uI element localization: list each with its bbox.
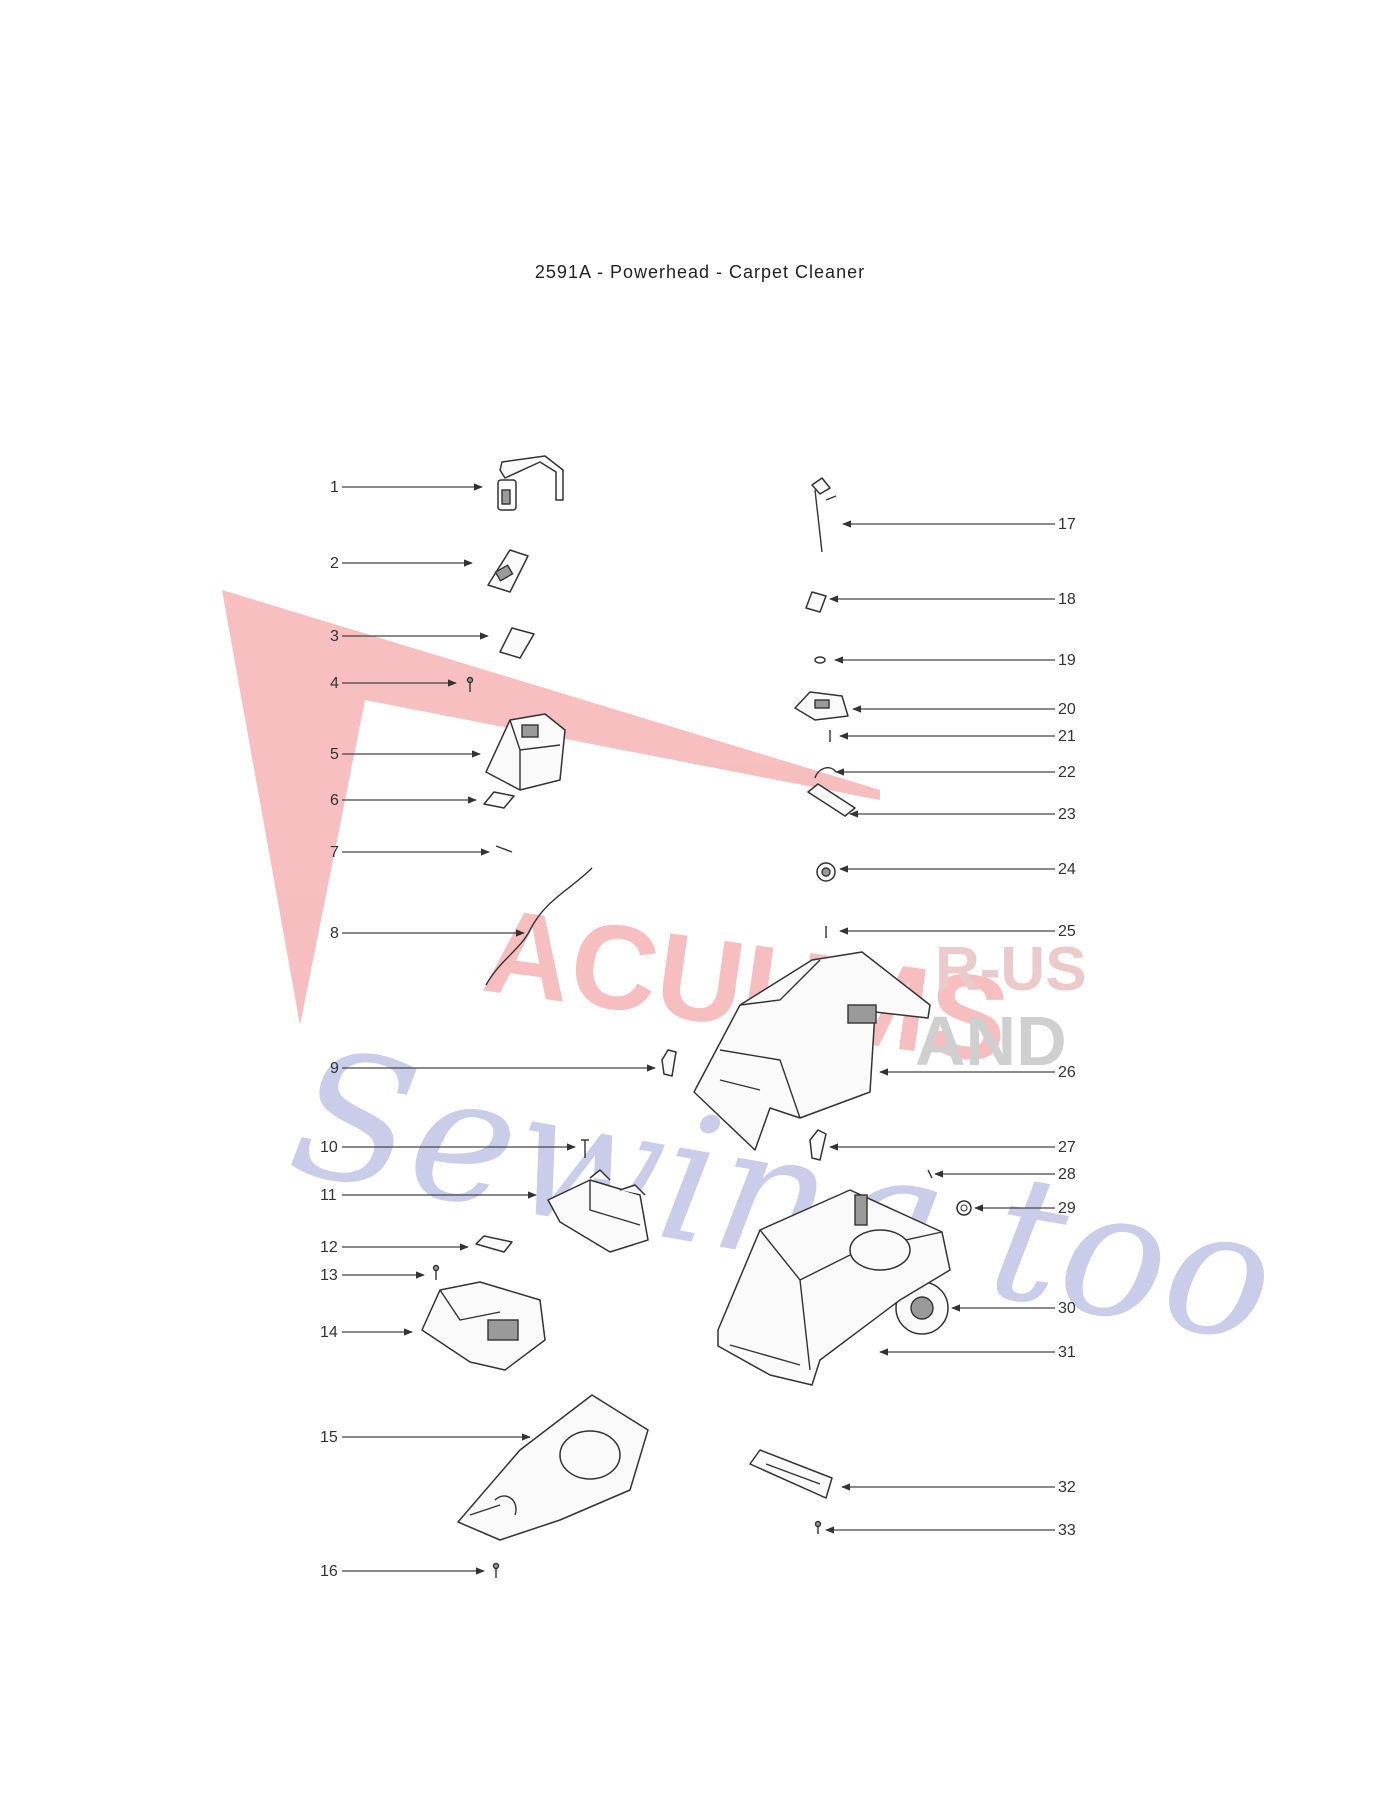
part-11-bracket: [547, 1169, 649, 1253]
part-20-valve: [794, 691, 849, 721]
right-callouts: 17 18 19 20 21 22 23 24 25 26 27 28 29 3…: [825, 516, 1076, 1539]
part-19-oring: [814, 656, 826, 664]
part-10-screw: [581, 1139, 589, 1158]
left-callouts: 1 2 3 4 5 6 7 8 9 10 11 12 13 14 15 16: [320, 479, 656, 1580]
part-1-handle: [497, 455, 564, 511]
part-12-plate: [475, 1235, 513, 1253]
callout-33: 33: [1058, 1522, 1076, 1539]
watermark-suffix-text: R-US: [935, 935, 1087, 1004]
part-24-knob: [816, 862, 836, 882]
callout-3: 3: [330, 628, 339, 645]
callout-31: 31: [1058, 1344, 1076, 1361]
part-3-plate: [499, 627, 535, 659]
part-23-gasket: [807, 783, 856, 817]
callout-7: 7: [330, 844, 339, 861]
part-14-cover: [421, 1281, 546, 1371]
part-17-spray-tube: [811, 477, 837, 553]
callout-9: 9: [330, 1060, 339, 1077]
part-28-screw: [927, 1169, 933, 1179]
callout-6: 6: [330, 792, 339, 809]
part-31-base-housing: [717, 1189, 951, 1386]
callout-4: 4: [330, 675, 339, 692]
callout-19: 19: [1058, 652, 1076, 669]
part-26-upper-housing: [693, 951, 931, 1151]
watermark-and-text: AND: [915, 1002, 1067, 1080]
callout-20: 20: [1058, 701, 1076, 718]
callout-2: 2: [330, 555, 339, 572]
part-32-nozzle: [749, 1449, 833, 1499]
callout-29: 29: [1058, 1200, 1076, 1217]
callout-28: 28: [1058, 1166, 1076, 1183]
part-2-latch: [487, 549, 529, 593]
callout-17: 17: [1058, 516, 1076, 533]
part-18-gasket: [805, 591, 827, 613]
part-5-housing: [485, 713, 566, 791]
callout-11: 11: [320, 1187, 337, 1204]
callout-32: 32: [1058, 1479, 1076, 1496]
callout-27: 27: [1058, 1139, 1076, 1156]
callout-18: 18: [1058, 591, 1076, 608]
callout-12: 12: [320, 1239, 338, 1256]
callout-8: 8: [330, 925, 339, 942]
callout-21: 21: [1058, 728, 1076, 745]
callout-15: 15: [320, 1429, 338, 1446]
part-29-washer: [956, 1200, 972, 1216]
part-8-hose: [485, 867, 593, 986]
callout-30: 30: [1058, 1300, 1076, 1317]
callout-25: 25: [1058, 923, 1076, 940]
part-16-screw: [492, 1562, 500, 1578]
part-9-connector: [661, 1049, 677, 1077]
page-title: 2591A - Powerhead - Carpet Cleaner: [534, 262, 866, 282]
part-6-clip: [483, 791, 515, 809]
callout-14: 14: [320, 1324, 338, 1341]
callout-5: 5: [330, 746, 339, 763]
callout-13: 13: [320, 1267, 338, 1284]
part-33-screw: [814, 1520, 822, 1534]
part-4-screw: [466, 676, 474, 692]
watermark-v-shape: [222, 590, 880, 1025]
part-22-spring: [814, 767, 837, 779]
callout-22: 22: [1058, 764, 1076, 781]
callout-16: 16: [320, 1563, 338, 1580]
part-27-connector: [809, 1129, 827, 1161]
callout-23: 23: [1058, 806, 1076, 823]
callout-1: 1: [330, 479, 339, 496]
part-13-screw: [432, 1264, 440, 1280]
part-7-pin: [495, 845, 513, 853]
callout-10: 10: [320, 1139, 338, 1156]
callout-26: 26: [1058, 1064, 1076, 1081]
part-15-base-plate: [457, 1394, 649, 1541]
callout-24: 24: [1058, 861, 1076, 878]
